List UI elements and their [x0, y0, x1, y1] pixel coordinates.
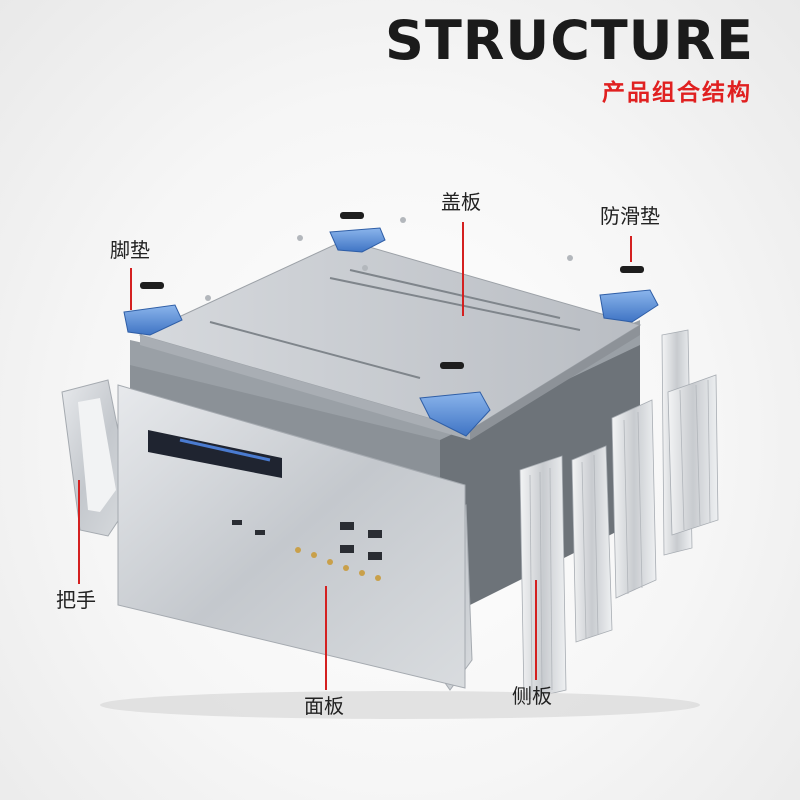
page-subtitle: 产品组合结构 — [602, 80, 752, 106]
page-title: STRUCTURE — [385, 9, 754, 72]
anti-slip-pads — [140, 212, 644, 369]
leader-handle — [78, 480, 80, 584]
leader-anti-slip-pad — [630, 236, 632, 262]
label-side-panel: 侧板 — [512, 684, 552, 708]
front-panel — [117, 384, 466, 689]
foot-pads — [123, 227, 659, 437]
label-handle: 把手 — [56, 588, 96, 612]
label-front-panel: 面板 — [304, 694, 344, 718]
leader-foot-pad — [130, 268, 132, 310]
panel-display — [148, 430, 282, 478]
leader-side-panel — [535, 580, 537, 680]
leader-top-cover — [462, 222, 464, 316]
fin-lines — [529, 379, 711, 696]
leader-front-panel — [325, 586, 327, 690]
label-top-cover: 盖板 — [441, 190, 481, 214]
floor-shadow — [100, 691, 700, 719]
label-foot-pad: 脚垫 — [110, 238, 150, 262]
top-cover — [138, 239, 642, 440]
cover-vent-slots — [209, 269, 581, 379]
panel-ports — [232, 520, 382, 581]
label-anti-slip-pad: 防滑垫 — [600, 204, 660, 228]
